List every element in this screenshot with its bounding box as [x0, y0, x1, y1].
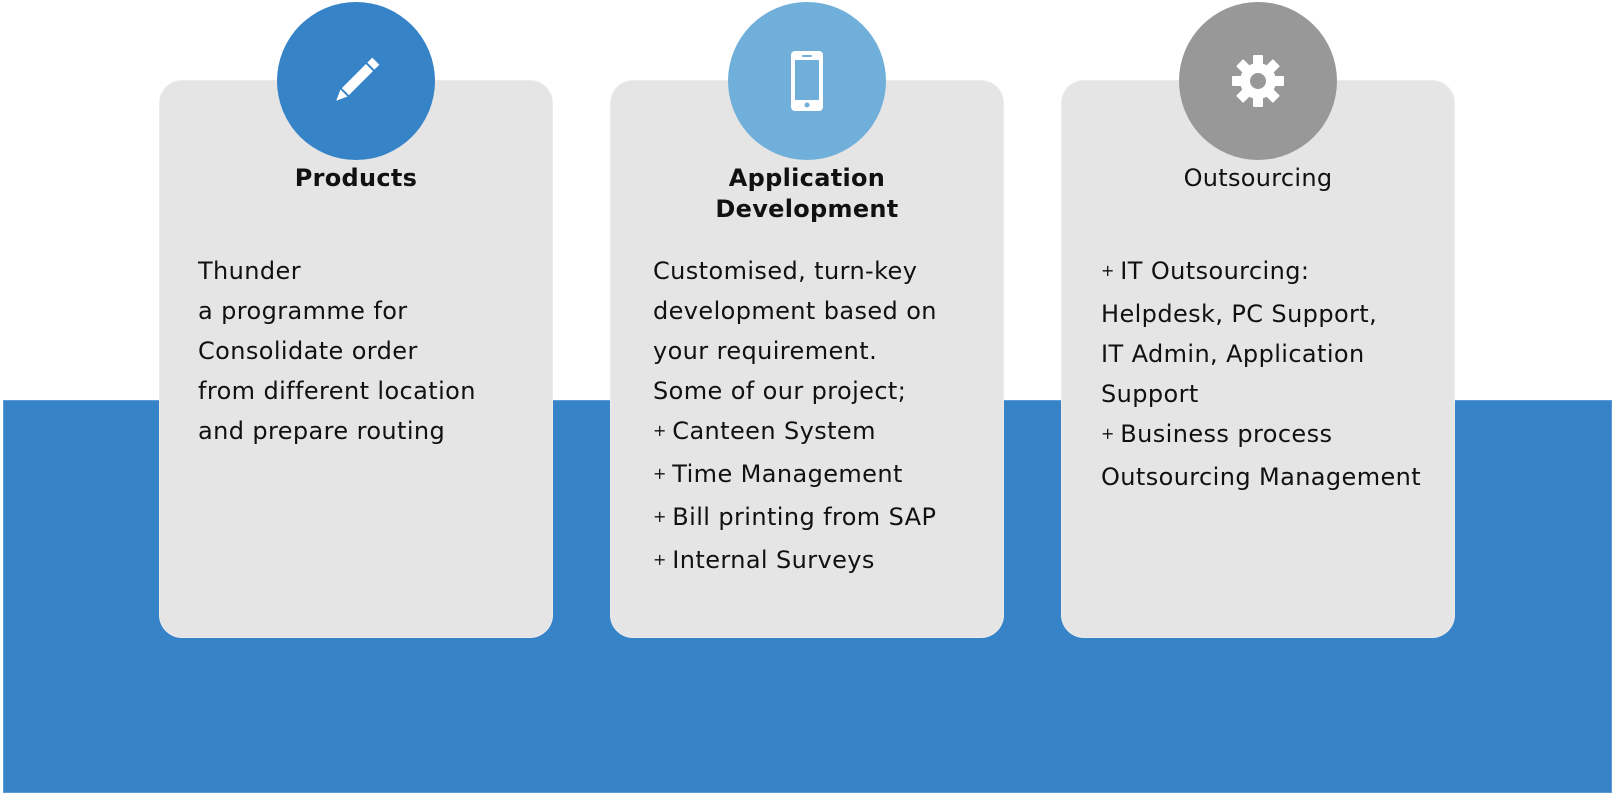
- service-item: IT Outsourcing:: [1101, 251, 1444, 294]
- card-products: Products Thunder a programme for Consoli…: [160, 81, 552, 637]
- card-application-development: Application Development Customised, turn…: [611, 81, 1003, 637]
- project-item: Bill printing from SAP: [653, 497, 993, 540]
- card-body: Thunder a programme for Consolidate orde…: [198, 251, 542, 451]
- products-icon-circle: [277, 2, 435, 160]
- body-line: Customised, turn-key: [653, 257, 918, 285]
- body-line: from different location: [198, 377, 476, 405]
- body-line: Helpdesk, PC Support,: [1101, 300, 1378, 328]
- card-title-line: Application: [728, 164, 886, 192]
- body-line: a programme for: [198, 297, 408, 325]
- application-development-icon-circle: [728, 2, 886, 160]
- card-title-line: Development: [715, 195, 899, 223]
- card-title: Outsourcing: [1183, 164, 1333, 192]
- body-line: Thunder: [198, 257, 301, 285]
- body-line: Consolidate order: [198, 337, 418, 365]
- pencil-icon: [336, 57, 380, 101]
- card-body: Customised, turn-key development based o…: [653, 251, 993, 583]
- body-line: Some of our project;: [653, 377, 907, 405]
- project-item: Internal Surveys: [653, 540, 993, 583]
- service-item: Business process: [1101, 414, 1444, 457]
- outsourcing-icon-circle: [1179, 2, 1337, 160]
- card-body: IT Outsourcing: Helpdesk, PC Support, IT…: [1101, 251, 1444, 497]
- body-line: your requirement.: [653, 337, 878, 365]
- body-line: Outsourcing Management: [1101, 463, 1422, 491]
- body-line: Support: [1101, 380, 1199, 408]
- project-item: Canteen System: [653, 411, 993, 454]
- body-line: IT Admin, Application: [1101, 340, 1365, 368]
- card-title: Products: [294, 164, 418, 192]
- body-line: development based on: [653, 297, 937, 325]
- body-line: and prepare routing: [198, 417, 446, 445]
- smartphone-icon: [791, 51, 823, 111]
- project-item: Time Management: [653, 454, 993, 497]
- gear-icon: [1232, 55, 1284, 107]
- card-title: Application Development: [611, 163, 1003, 225]
- card-outsourcing: Outsourcing IT Outsourcing: Helpdesk, PC…: [1062, 81, 1454, 637]
